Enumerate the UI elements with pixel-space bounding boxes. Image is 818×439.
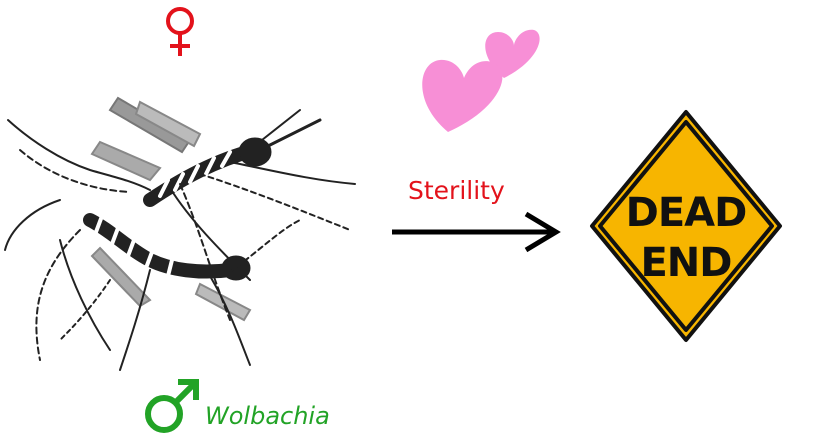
mating-mosquitoes-illustration <box>0 80 370 380</box>
right-arrow-icon <box>388 210 563 254</box>
wolbachia-label: Wolbachia <box>205 402 330 430</box>
sign-text-end: END <box>588 240 784 286</box>
sign-text-dead: DEAD <box>588 190 784 236</box>
hearts-icon <box>418 18 542 136</box>
female-symbol-icon <box>157 4 203 60</box>
sterility-label: Sterility <box>408 176 505 205</box>
male-symbol-icon <box>142 376 202 436</box>
